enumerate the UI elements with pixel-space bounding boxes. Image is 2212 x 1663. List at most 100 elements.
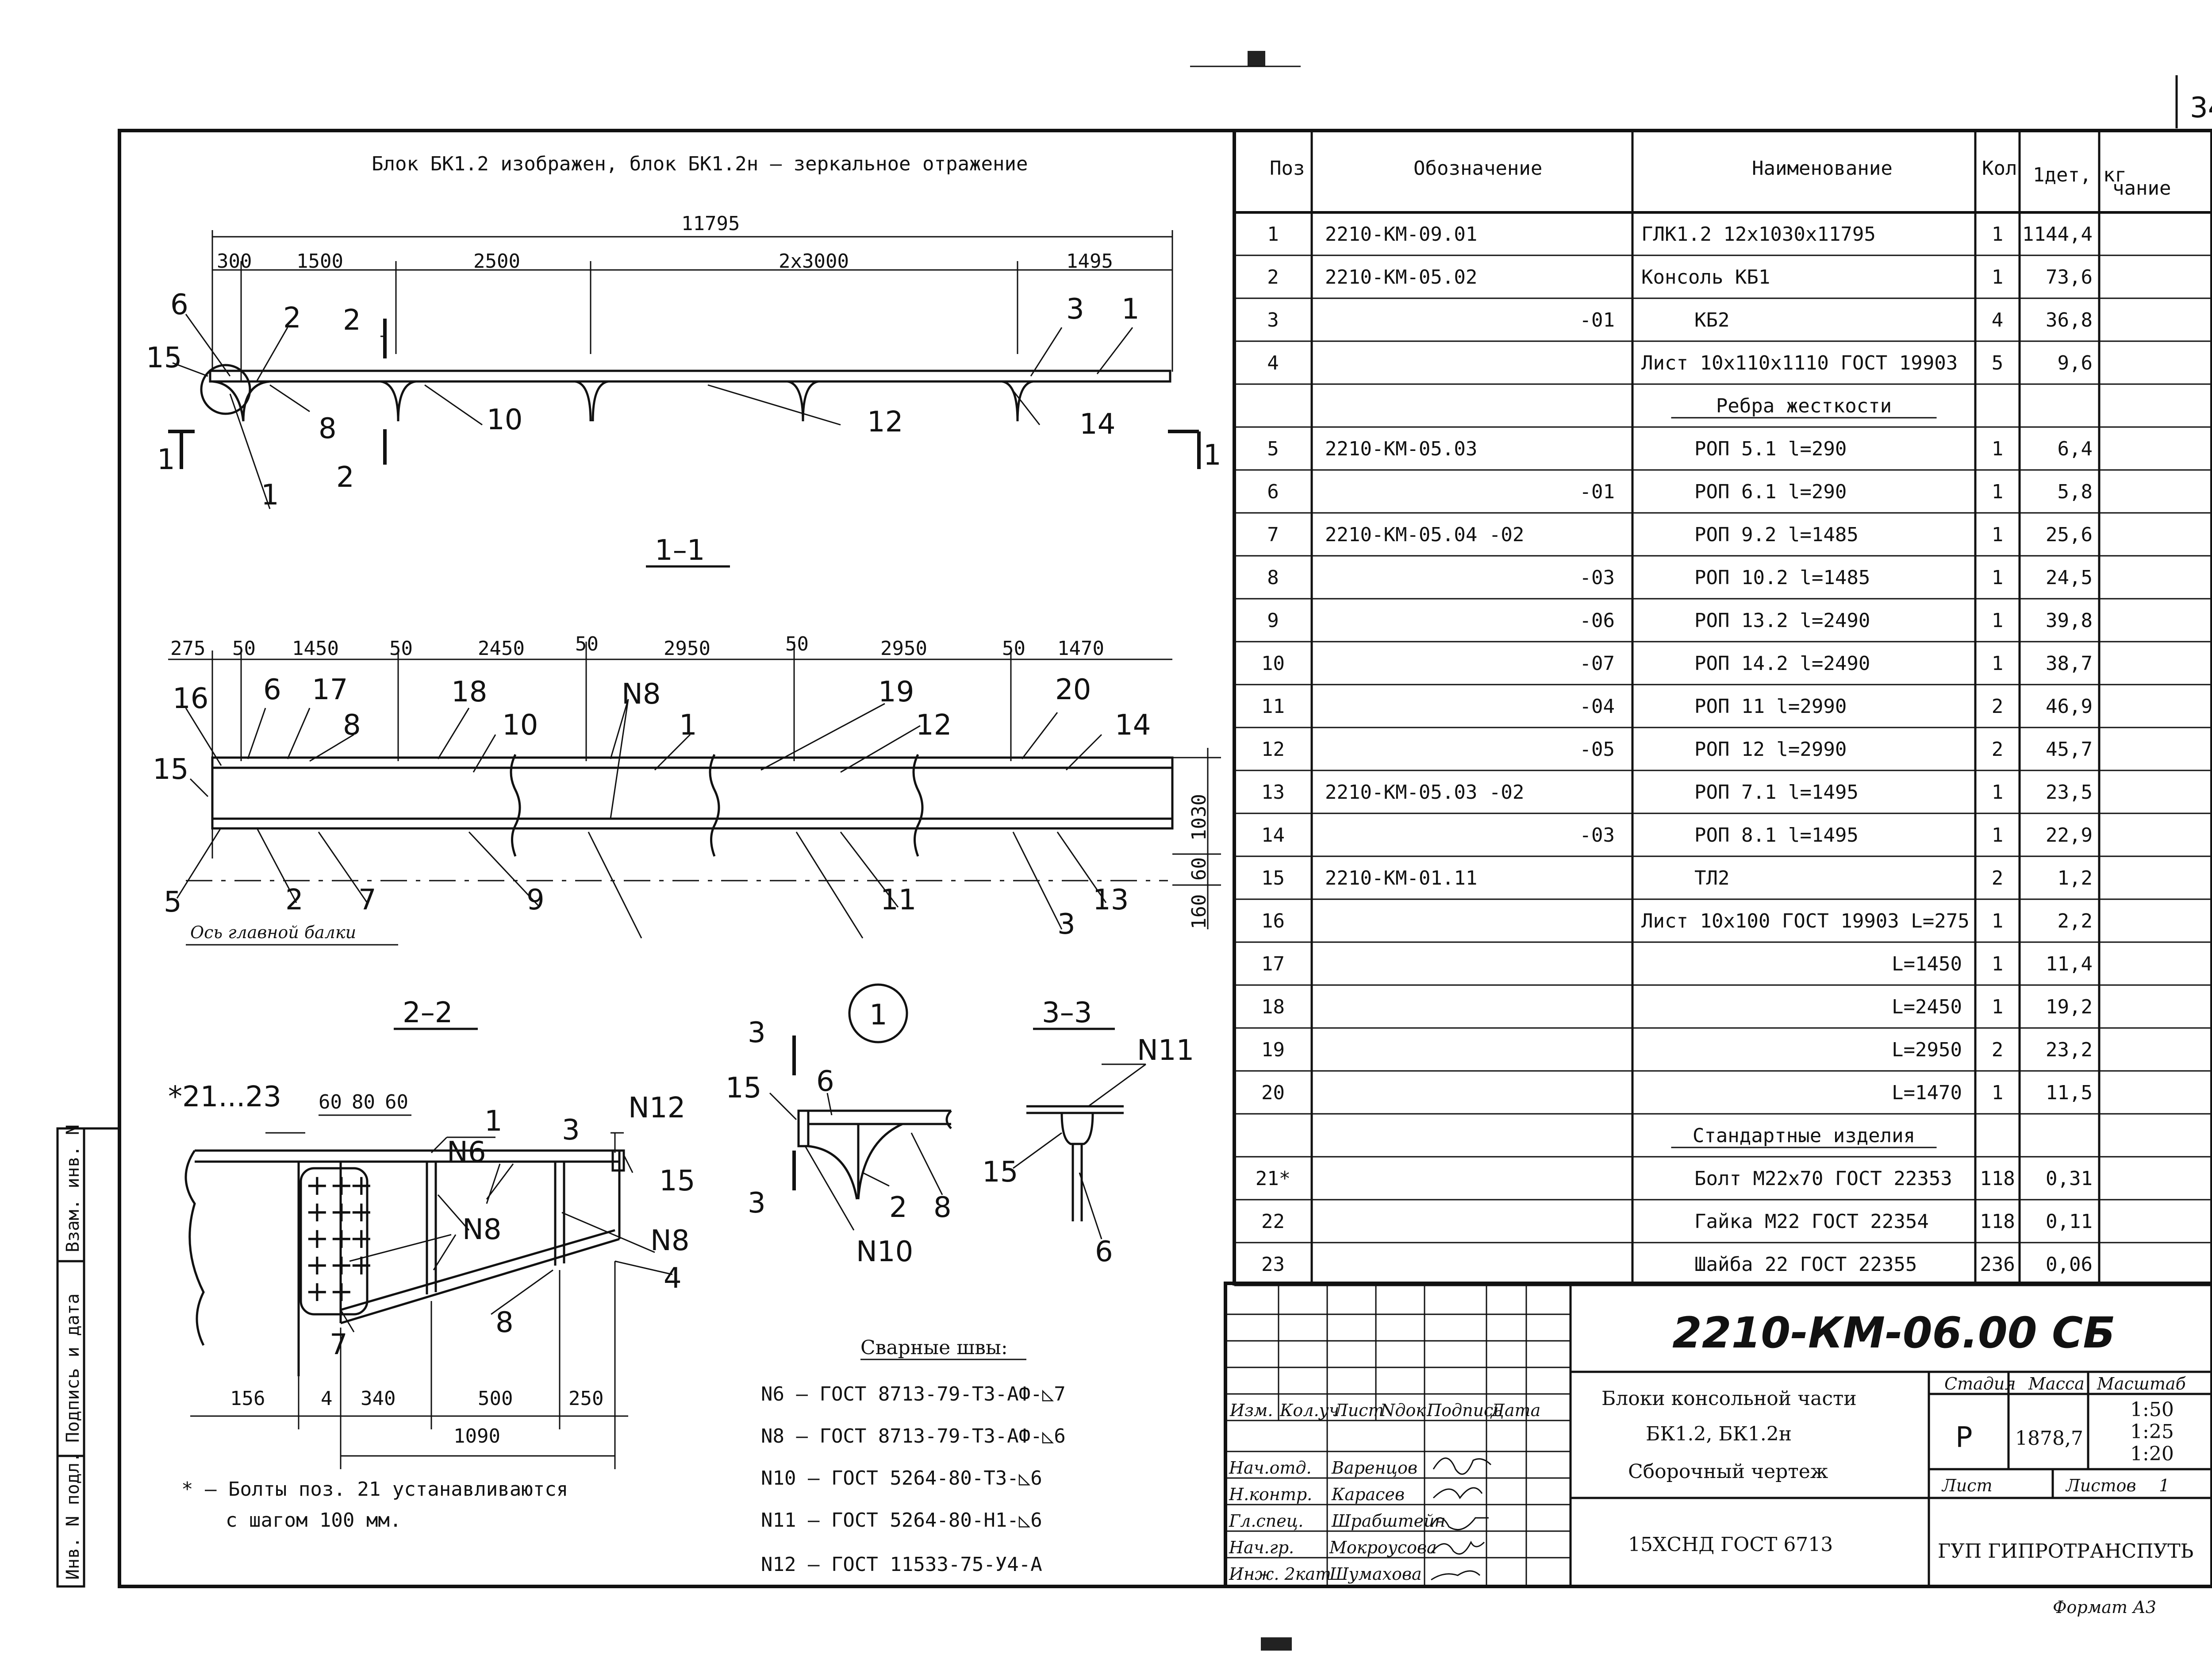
svg-text:Кол.уч: Кол.уч [1279,1401,1339,1420]
material: 15ХСНД ГОСТ 6713 [1628,1533,1833,1556]
weld-n8: N8 – ГОСТ 8713-79-Т3-АФ-◺6 [761,1425,1066,1447]
row-pos: 5 [1267,438,1279,460]
row-code: 2210-КМ-09.01 [1325,223,1477,246]
signatures [1430,1457,1492,1581]
mark-8: 8 [319,412,337,445]
section-3-3: 3–3 N11 15 6 [982,997,1194,1268]
row-name: РОП 6.1 l=290 [1694,481,1847,503]
row-qty: 1 [1992,223,2004,246]
row-qty: 118 [1980,1210,2015,1233]
row-name: ГЛК1.2 12x1030x11795 [1641,223,1876,246]
detail-mark-3-bottom: 3 [748,1187,766,1220]
bdim-4: 4 [321,1387,333,1410]
row-pos: 2 [1267,266,1279,289]
scale-2: 1:25 [2130,1420,2174,1443]
svg-text:1: 1 [679,709,697,742]
svg-text:+: + [349,1196,373,1228]
row-mass: 11,4 [2046,953,2093,975]
row-qty: 236 [1980,1253,2015,1276]
weld-n6: N6 – ГОСТ 8713-79-Т3-АФ-◺7 [761,1383,1066,1405]
mark-8: 8 [495,1306,514,1339]
row-qty: 1 [1992,781,2004,804]
top-dim-60b: 60 [385,1091,408,1113]
row-name: Лист 10x110x1110 ГОСТ 19903 [1641,352,1958,374]
row-mass: 1144,4 [2022,223,2093,246]
bdim-340: 340 [361,1387,396,1410]
header-mass: 1дет, кг [2033,164,2127,186]
svg-text:1470: 1470 [1057,637,1104,660]
mark-2: 2 [283,302,301,335]
row-name: Гайка М22 ГОСТ 22354 [1694,1210,1929,1233]
svg-text:18: 18 [451,676,487,708]
bdim-1090: 1090 [453,1425,500,1447]
detail-mark-2: 2 [889,1191,907,1224]
spec-table: Поз Обозначение Наименование Кол 1дет, к… [1233,131,2212,1286]
svg-text:20: 20 [1055,674,1091,706]
svg-text:7: 7 [358,884,376,916]
section-mark-2-bottom: 2 [336,461,354,494]
row-pos: 19 [1261,1039,1285,1061]
row-pos: 16 [1261,910,1285,932]
row-code: -01 [1580,481,1615,503]
sheet-frame [118,129,2212,1588]
section-1-1: 1–1 275 50 1450 50 2450 50 2950 50 2950 … [153,534,1221,946]
row-qty: 1 [1992,910,2004,932]
section-mark-1-right: 1 [1203,439,1221,472]
mark-3: 3 [1066,293,1084,326]
mark-15: 15 [146,342,182,374]
row-pos: 13 [1261,781,1285,804]
row-pos: 6 [1267,481,1279,503]
row-pos: 11 [1261,695,1285,718]
sheets-value: 1 [2159,1476,2170,1495]
row-qty: 4 [1992,309,2004,331]
svg-text:Подпись: Подпись [1426,1401,1502,1420]
top-dim-80: 80 [352,1091,375,1113]
row-qty: 1 [1992,566,2004,589]
mark-n8a: N8 [462,1213,502,1246]
svg-text:17: 17 [312,674,348,706]
top-view: 11795 300 1500 2500 2x3000 1495 6 2 3 1 … [146,212,1221,512]
svg-text:+: + [330,1249,353,1282]
row-pos: 21* [1256,1167,1290,1190]
stamp-vzam-inv: Взам. инв. N [63,1124,83,1252]
row-name: РОП 10.2 l=1485 [1694,566,1870,589]
svg-text:10: 10 [502,709,538,742]
row-qty: 2 [1992,867,2004,889]
row-mass: 5,8 [2058,481,2093,503]
axis-label: Ось главной балки [190,923,356,942]
row-name: РОП 13.2 l=2490 [1694,609,1870,632]
mark-10: 10 [487,404,522,436]
bdim-156: 156 [230,1387,265,1410]
row-code: -06 [1580,609,1615,632]
row-qty: 2 [1992,1039,2004,1061]
svg-text:Карасев: Карасев [1331,1485,1405,1504]
vdim-160: 160 [1188,894,1210,929]
row-name: Консоль КБ1 [1641,266,1770,289]
svg-text:3: 3 [1057,908,1075,941]
svg-text:50: 50 [232,637,256,660]
mark-12: 12 [867,406,903,439]
weld-n11: N11 – ГОСТ 5264-80-Н1-◺6 [761,1509,1042,1532]
row-name: L=1450 [1892,953,1962,975]
svg-text:Мокроусова: Мокроусова [1329,1538,1437,1557]
row-mass: 73,6 [2046,266,2093,289]
side-stamp: Инв. N подл. Подпись и дата Взам. инв. N [56,1124,119,1588]
scale-3: 1:20 [2130,1443,2174,1465]
row-mass: 1,2 [2058,867,2093,889]
detail-callout [848,983,908,1043]
row-pos: 15 [1261,867,1285,889]
svg-text:2950: 2950 [664,637,710,660]
row-name: Шайба 22 ГОСТ 22355 [1694,1253,1917,1276]
svg-text:13: 13 [1093,884,1129,916]
dim-1495: 1495 [1066,250,1113,273]
svg-text:6: 6 [263,674,281,706]
svg-text:Дата: Дата [1490,1401,1540,1420]
svg-text:Нач.отд.: Нач.отд. [1229,1458,1312,1478]
row-pos: 8 [1267,566,1279,589]
svg-text:+: + [305,1222,329,1255]
drawing-caption: Блок БК1.2 изображен, блок БК1.2н – зерк… [372,153,1028,175]
row-pos: 3 [1267,309,1279,331]
row-mass: 0,06 [2046,1253,2093,1276]
row-mass: 9,6 [2058,352,2093,374]
